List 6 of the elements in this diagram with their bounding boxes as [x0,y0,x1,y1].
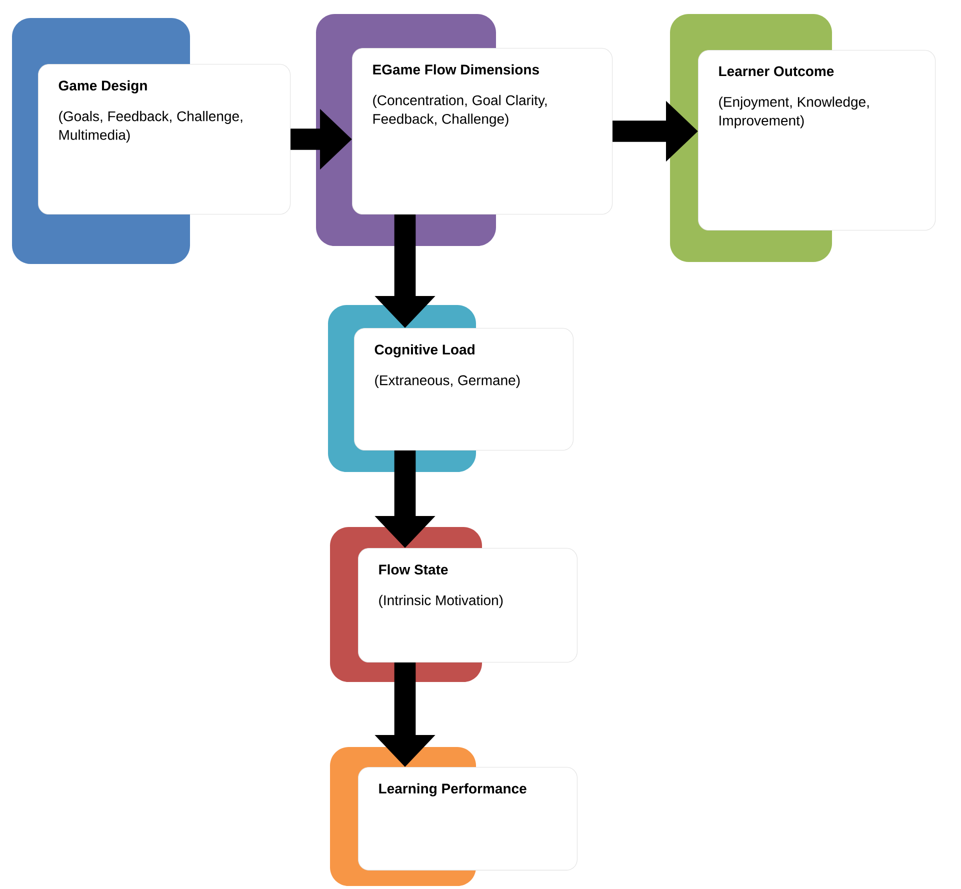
process-box: Game Design (Goals, Feedback, Challenge, Multimedia) [12,18,291,264]
process-box: Cognitive Load (Extraneous, Germane) [328,305,574,472]
process-box: Flow State (Intrinsic Motivation) [330,527,578,682]
process-box: Learner Outcome (Enjoyment, Knowledge, Improvement) [670,14,936,262]
process-box: Learning Performance [330,747,578,886]
process-box: EGame Flow Dimensions (Concentration, Goal Clarity, Feedback, Challenge) [316,14,613,246]
